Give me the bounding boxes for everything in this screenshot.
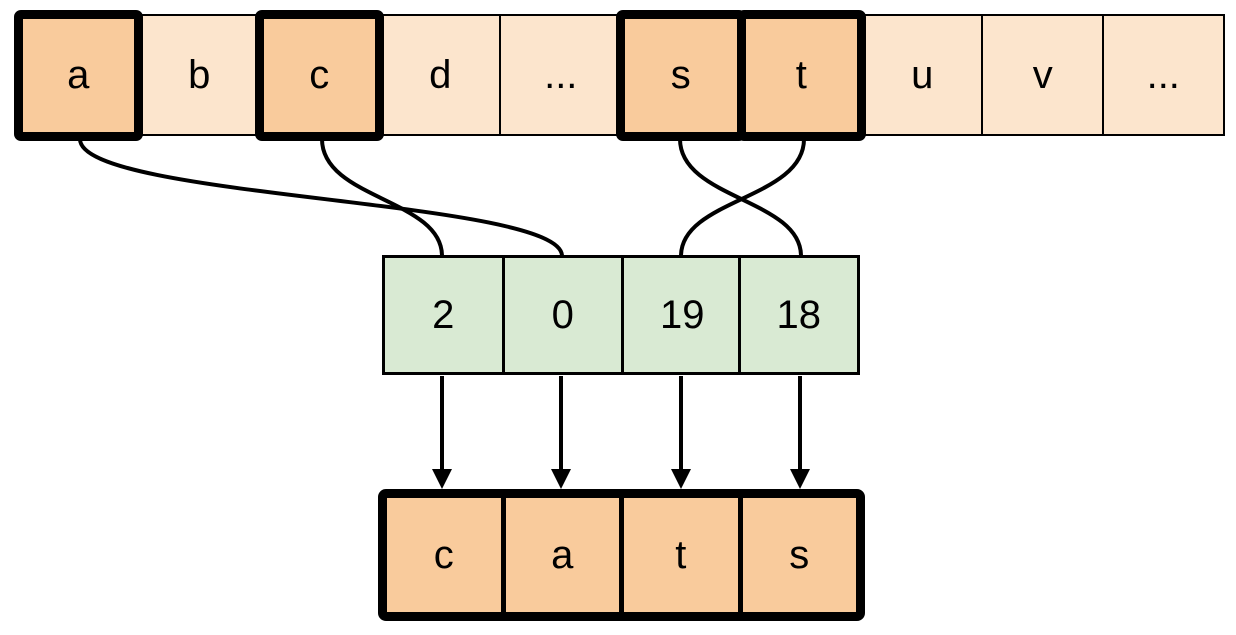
curved-connectors bbox=[78, 138, 806, 257]
index-cell-2: 0 bbox=[501, 255, 624, 375]
word-cell-c: c bbox=[387, 498, 501, 612]
down-arrows bbox=[432, 376, 810, 489]
word-cell-t: t bbox=[624, 498, 738, 612]
index-cell-4: 18 bbox=[737, 255, 860, 375]
down-arrowhead-1 bbox=[432, 469, 452, 489]
word-cell-s: s bbox=[742, 498, 856, 612]
index-cell-1: 2 bbox=[382, 255, 505, 375]
alphabet-cell-c: c bbox=[254, 9, 384, 141]
down-arrowhead-4 bbox=[790, 469, 810, 489]
alphabet-cell-d: d bbox=[378, 14, 502, 136]
alphabet-cell-t: t bbox=[736, 9, 866, 141]
alphabet-cell-b: b bbox=[137, 14, 261, 136]
alphabet-cell-a: a bbox=[13, 9, 143, 141]
connector-t-to-index bbox=[679, 138, 806, 257]
alphabet-cell-v: v bbox=[981, 14, 1105, 136]
connector-s-to-index bbox=[678, 138, 803, 257]
alphabet-cell-u: u bbox=[860, 14, 984, 136]
connector-a-to-index bbox=[78, 138, 564, 257]
down-arrowhead-2 bbox=[551, 469, 571, 489]
index-cell-3: 19 bbox=[621, 255, 744, 375]
alphabet-cell-s: s bbox=[616, 9, 746, 141]
alphabet-cell-ellipsis-2: ... bbox=[1101, 14, 1225, 136]
word-row: c a t s bbox=[378, 489, 865, 621]
word-cell-a: a bbox=[505, 498, 619, 612]
connector-c-to-index bbox=[320, 138, 444, 257]
alphabet-cell-ellipsis-1: ... bbox=[499, 14, 623, 136]
down-arrowhead-3 bbox=[671, 469, 691, 489]
